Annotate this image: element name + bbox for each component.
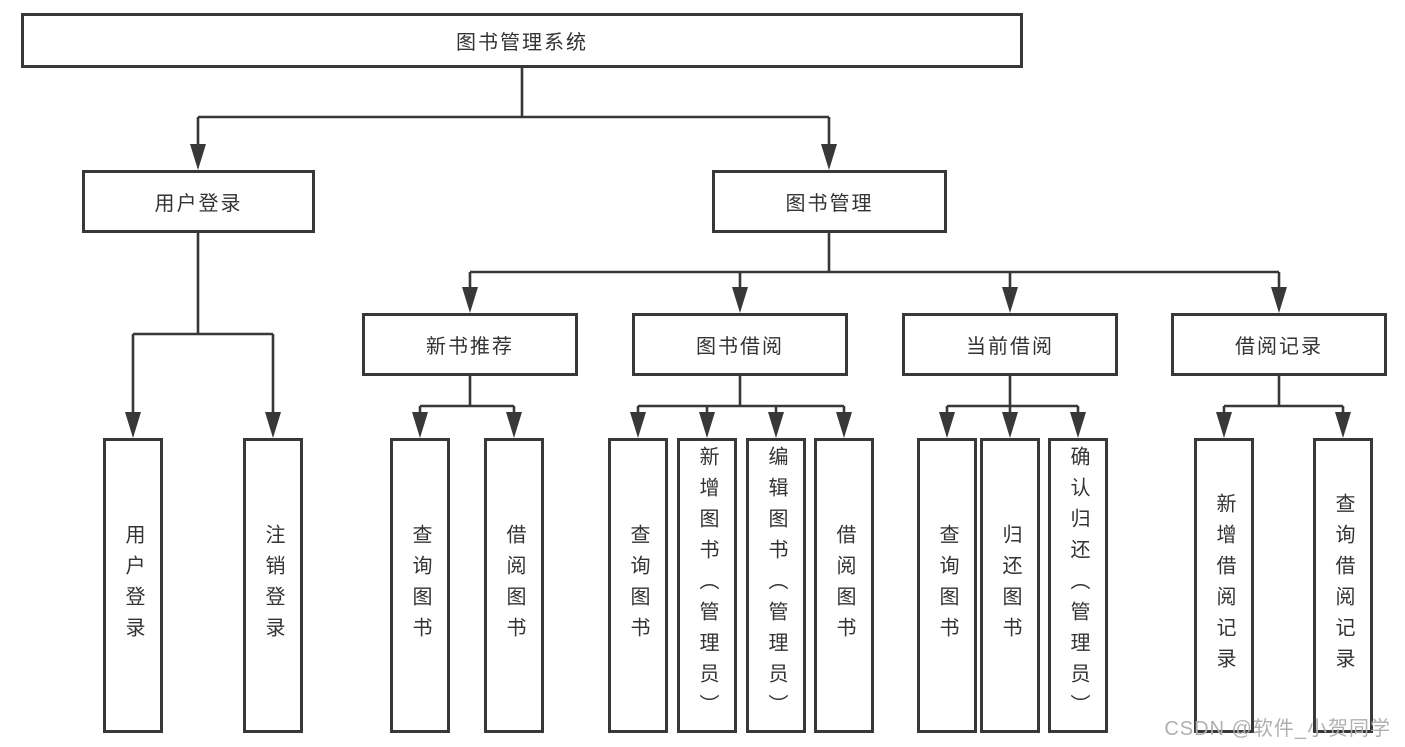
node-leaf-add-books-admin: 新增图书（管理员） <box>677 438 737 733</box>
node-leaf-borrow-books: 借阅图书 <box>814 438 874 733</box>
node-book-management: 图书管理 <box>712 170 947 233</box>
connector-path <box>133 68 1343 408</box>
node-label: 查询图书 <box>936 523 958 648</box>
node-label: 图书管理 <box>785 193 874 215</box>
arrowhead <box>462 287 478 313</box>
node-label: 借阅图书 <box>503 523 525 648</box>
node-label: 新书推荐 <box>426 336 514 358</box>
node-label: 用户登录 <box>122 523 144 648</box>
node-label: 借阅记录 <box>1235 336 1323 358</box>
node-label: 当前借阅 <box>966 336 1054 358</box>
arrowhead <box>506 412 522 438</box>
arrowhead <box>1070 412 1086 438</box>
node-label: 确认归还（管理员） <box>1067 446 1089 725</box>
node-leaf-user-login: 用户登录 <box>103 438 163 733</box>
node-leaf-add-borrow-record: 新增借阅记录 <box>1194 438 1254 733</box>
arrowhead <box>190 144 206 170</box>
node-label: 用户登录 <box>154 193 243 215</box>
node-leaf-return-books: 归还图书 <box>980 438 1040 733</box>
arrowhead <box>836 412 852 438</box>
arrowhead <box>412 412 428 438</box>
node-leaf-search-borrow-record: 查询借阅记录 <box>1313 438 1373 733</box>
connector-path <box>131 117 1345 424</box>
node-label: 注销登录 <box>262 523 284 648</box>
node-label: 图书借阅 <box>696 336 784 358</box>
node-book-borrowing: 图书借阅 <box>632 313 848 376</box>
node-label: 归还图书 <box>999 523 1021 648</box>
node-leaf-search-books-borrowing: 查询图书 <box>608 438 668 733</box>
arrowhead <box>630 412 646 438</box>
node-current-borrowing: 当前借阅 <box>902 313 1118 376</box>
node-label: 借阅图书 <box>833 523 855 648</box>
arrowhead <box>1002 287 1018 313</box>
node-leaf-search-books-recommend: 查询图书 <box>390 438 450 733</box>
node-leaf-confirm-return-admin: 确认归还（管理员） <box>1048 438 1108 733</box>
node-label: 新增借阅记录 <box>1213 492 1235 679</box>
arrowhead <box>1271 287 1287 313</box>
node-user-login: 用户登录 <box>82 170 315 233</box>
arrowhead <box>939 412 955 438</box>
arrowhead <box>821 144 837 170</box>
node-leaf-logout-login: 注销登录 <box>243 438 303 733</box>
node-label: 新增图书（管理员） <box>696 446 718 725</box>
arrowhead <box>1216 412 1232 438</box>
arrowhead <box>1335 412 1351 438</box>
node-new-book-recommendation: 新书推荐 <box>362 313 578 376</box>
node-label: 编辑图书（管理员） <box>765 446 787 725</box>
arrowhead <box>265 412 281 438</box>
arrowhead <box>1002 412 1018 438</box>
node-leaf-borrow-books-recommend: 借阅图书 <box>484 438 544 733</box>
node-leaf-edit-books-admin: 编辑图书（管理员） <box>746 438 806 733</box>
arrowhead <box>125 412 141 438</box>
node-label: 查询借阅记录 <box>1332 492 1354 679</box>
node-label: 查询图书 <box>409 523 431 648</box>
node-borrowing-records: 借阅记录 <box>1171 313 1387 376</box>
node-label: 查询图书 <box>627 523 649 648</box>
arrowhead <box>732 287 748 313</box>
node-library-management-system: 图书管理系统 <box>21 13 1023 68</box>
node-label: 图书管理系统 <box>456 32 588 54</box>
arrowhead <box>768 412 784 438</box>
node-leaf-search-books-current: 查询图书 <box>917 438 977 733</box>
csdn-watermark: CSDN @软件_小贺同学 <box>1164 718 1391 740</box>
arrowhead <box>699 412 715 438</box>
